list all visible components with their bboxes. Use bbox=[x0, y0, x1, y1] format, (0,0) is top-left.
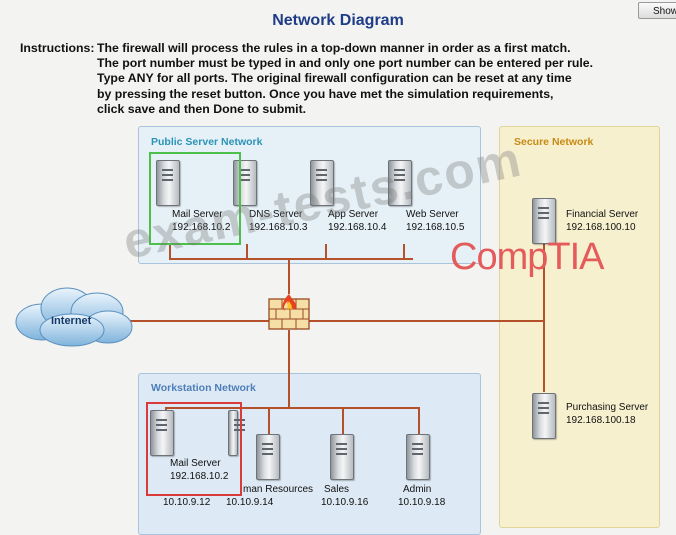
server-name: Mail Server bbox=[170, 458, 221, 469]
server-ip: 192.168.100.18 bbox=[566, 414, 636, 426]
secure-network-panel bbox=[499, 126, 660, 528]
server-name: App Server bbox=[328, 209, 379, 220]
instructions-line: The firewall will process the rules in a… bbox=[97, 41, 571, 55]
admin-workstation-icon[interactable] bbox=[406, 434, 430, 480]
instructions-line: click save and then Done to submit. bbox=[97, 101, 307, 116]
financial-server-label: Financial Server 192.168.100.10 bbox=[566, 209, 638, 234]
app-server-label: App Server 192.168.10.4 bbox=[328, 209, 386, 234]
workstation-host-icon[interactable] bbox=[228, 410, 245, 456]
sales-workstation-icon[interactable] bbox=[330, 434, 354, 480]
web-server-icon[interactable] bbox=[388, 160, 412, 206]
internet-label: Internet bbox=[51, 315, 92, 327]
server-ip: 192.168.10.4 bbox=[328, 221, 387, 233]
app-server-icon[interactable] bbox=[310, 160, 334, 206]
firewall-to-public-line bbox=[288, 258, 290, 294]
workstation-network-title: Workstation Network bbox=[151, 382, 256, 394]
secure-vertical-line bbox=[543, 240, 545, 392]
workstation-host-ip: 10.10.9.18 bbox=[398, 497, 446, 508]
public-network-title: Public Server Network bbox=[151, 136, 263, 148]
public-drop-line bbox=[169, 244, 171, 260]
workstation-host-ip: 10.10.9.14 bbox=[226, 497, 274, 508]
server-name: DNS Server bbox=[249, 209, 303, 220]
public-drop-line bbox=[403, 244, 405, 260]
server-ip: 192.168.10.2 bbox=[170, 470, 229, 482]
firewall-to-workstation-line bbox=[288, 330, 290, 408]
server-ip: 192.168.10.3 bbox=[249, 221, 308, 233]
server-ip: 192.168.10.2 bbox=[172, 221, 231, 233]
selected-workstation-mail-server-box bbox=[146, 402, 242, 496]
workstation-mail-server-label: Mail Server 192.168.10.2 bbox=[170, 458, 228, 483]
page-title: Network Diagram bbox=[272, 12, 404, 29]
show-button[interactable]: Show bbox=[638, 2, 676, 19]
web-server-label: Web Server 192.168.10.5 bbox=[406, 209, 464, 234]
mail-server-label: Mail Server 192.168.10.2 bbox=[172, 209, 230, 234]
instructions-label: Instructions: bbox=[20, 41, 95, 55]
instructions: Instructions: The firewall will process … bbox=[20, 41, 660, 117]
selected-mail-server-box bbox=[149, 152, 241, 245]
server-name: Web Server bbox=[406, 209, 459, 220]
dns-server-label: DNS Server 192.168.10.3 bbox=[249, 209, 307, 234]
internet-cloud-icon[interactable] bbox=[12, 282, 136, 348]
comptia-logo: CompTIA bbox=[450, 236, 604, 278]
public-drop-line bbox=[325, 244, 327, 260]
main-horizontal-line bbox=[100, 320, 544, 322]
workstation-host-ip: 10.10.9.16 bbox=[321, 497, 369, 508]
purchasing-server-icon[interactable] bbox=[532, 393, 556, 439]
server-name: Mail Server bbox=[172, 209, 223, 220]
server-ip: 192.168.100.10 bbox=[566, 221, 636, 233]
dns-server-icon[interactable] bbox=[233, 160, 257, 206]
instructions-line: The port number must be typed in and onl… bbox=[97, 56, 594, 71]
workstation-host-ip: 10.10.9.12 bbox=[163, 497, 211, 508]
instructions-line: by pressing the reset button. Once you h… bbox=[97, 86, 554, 101]
public-bus-line bbox=[169, 258, 413, 260]
mail-server-icon[interactable] bbox=[156, 160, 180, 206]
workstation-bus-line bbox=[165, 407, 419, 409]
workstation-drop-line bbox=[418, 407, 420, 435]
workstation-mail-server-icon[interactable] bbox=[150, 410, 174, 456]
workstation-host-name: Sales bbox=[324, 484, 350, 495]
public-drop-line bbox=[246, 244, 248, 260]
instructions-line: Type ANY for all ports. The original fir… bbox=[97, 71, 572, 86]
human-resources-workstation-icon[interactable] bbox=[256, 434, 280, 480]
server-ip: 192.168.10.5 bbox=[406, 221, 465, 233]
firewall-icon[interactable] bbox=[268, 292, 310, 330]
workstation-host-name: man Resources bbox=[243, 484, 314, 495]
purchasing-server-label: Purchasing Server 192.168.100.18 bbox=[566, 402, 648, 427]
public-server-network-panel bbox=[138, 126, 481, 264]
server-name: Purchasing Server bbox=[566, 402, 649, 413]
workstation-host-name: Admin bbox=[403, 484, 432, 495]
workstation-drop-line bbox=[342, 407, 344, 435]
server-name: Financial Server bbox=[566, 209, 639, 220]
secure-network-title: Secure Network bbox=[514, 136, 594, 148]
workstation-drop-line bbox=[268, 407, 270, 435]
financial-server-icon[interactable] bbox=[532, 198, 556, 244]
